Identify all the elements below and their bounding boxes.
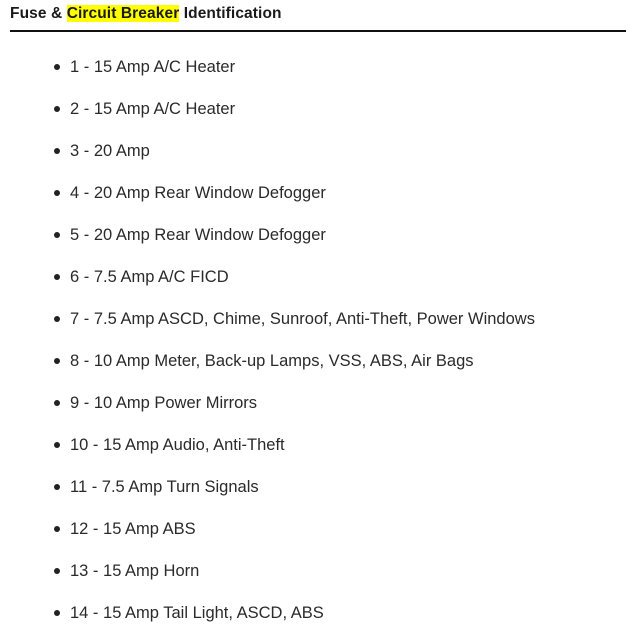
list-item: 8 - 10 Amp Meter, Back-up Lamps, VSS, AB… <box>0 340 636 382</box>
list-item: 5 - 20 Amp Rear Window Defogger <box>0 214 636 256</box>
bullet-icon <box>54 358 60 364</box>
bullet-icon <box>54 526 60 532</box>
bullet-icon <box>54 484 60 490</box>
bullet-icon <box>54 316 60 322</box>
list-item-label: 4 - 20 Amp Rear Window Defogger <box>70 184 326 202</box>
list-item: 13 - 15 Amp Horn <box>0 550 636 592</box>
list-item: 4 - 20 Amp Rear Window Defogger <box>0 172 636 214</box>
list-item-label: 5 - 20 Amp Rear Window Defogger <box>70 226 326 244</box>
list-item-label: 3 - 20 Amp <box>70 142 150 160</box>
fuse-identification-list: 1 - 15 Amp A/C Heater 2 - 15 Amp A/C Hea… <box>0 46 636 634</box>
list-item-label: 10 - 15 Amp Audio, Anti-Theft <box>70 436 285 454</box>
page-title-suffix: Identification <box>179 5 282 22</box>
list-item: 10 - 15 Amp Audio, Anti-Theft <box>0 424 636 466</box>
list-item-label: 6 - 7.5 Amp A/C FICD <box>70 268 229 286</box>
bullet-icon <box>54 232 60 238</box>
list-item-label: 8 - 10 Amp Meter, Back-up Lamps, VSS, AB… <box>70 352 474 370</box>
list-item-label: 9 - 10 Amp Power Mirrors <box>70 394 258 412</box>
page-title-prefix: Fuse & <box>10 5 67 22</box>
list-item: 3 - 20 Amp <box>0 130 636 172</box>
bullet-icon <box>54 64 60 70</box>
list-item: 9 - 10 Amp Power Mirrors <box>0 382 636 424</box>
page-title-highlighted-term: Circuit Breaker <box>66 5 180 22</box>
list-item-label: 7 - 7.5 Amp ASCD, Chime, Sunroof, Anti-T… <box>70 310 535 328</box>
list-item: 11 - 7.5 Amp Turn Signals <box>0 466 636 508</box>
document-header: Fuse & Circuit Breaker Identification <box>0 0 636 32</box>
bullet-icon <box>54 106 60 112</box>
bullet-icon <box>54 274 60 280</box>
bullet-icon <box>54 568 60 574</box>
bullet-icon <box>54 148 60 154</box>
list-item-label: 1 - 15 Amp A/C Heater <box>70 58 236 76</box>
list-item-label: 13 - 15 Amp Horn <box>70 562 200 580</box>
bullet-icon <box>54 442 60 448</box>
list-item: 7 - 7.5 Amp ASCD, Chime, Sunroof, Anti-T… <box>0 298 636 340</box>
list-item: 14 - 15 Amp Tail Light, ASCD, ABS <box>0 592 636 634</box>
list-item: 1 - 15 Amp A/C Heater <box>0 46 636 88</box>
list-item-label: 14 - 15 Amp Tail Light, ASCD, ABS <box>70 604 324 622</box>
list-item: 12 - 15 Amp ABS <box>0 508 636 550</box>
list-item-label: 11 - 7.5 Amp Turn Signals <box>70 478 259 496</box>
title-divider <box>10 30 626 32</box>
list-item-label: 2 - 15 Amp A/C Heater <box>70 100 236 118</box>
page-title: Fuse & Circuit Breaker Identification <box>10 4 636 24</box>
bullet-icon <box>54 400 60 406</box>
bullet-icon <box>54 610 60 616</box>
list-item-label: 12 - 15 Amp ABS <box>70 520 196 538</box>
bullet-icon <box>54 190 60 196</box>
list-item: 2 - 15 Amp A/C Heater <box>0 88 636 130</box>
list-item: 6 - 7.5 Amp A/C FICD <box>0 256 636 298</box>
